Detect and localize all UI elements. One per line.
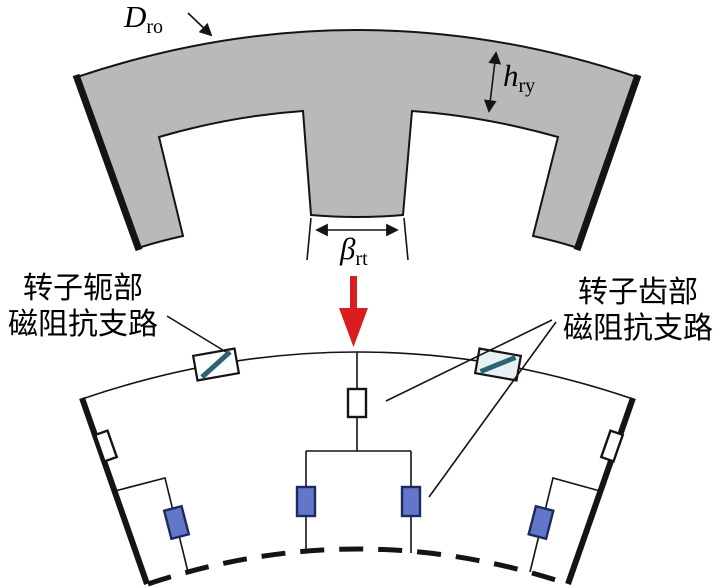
circuit-left-boundary	[79, 397, 150, 585]
tooth-width-symbol: β	[340, 231, 356, 266]
rotor-left-cut-edge	[72, 73, 143, 252]
tooth-branch-annotation: 转子齿部 磁阻抗支路	[556, 275, 720, 347]
outer-diameter-subscript: ro	[146, 16, 164, 38]
edge-reluctance-icon	[599, 429, 625, 463]
flux-direction-icon	[339, 276, 368, 347]
outer-diameter-symbol: D	[124, 0, 147, 34]
yoke-reluctance-icon	[191, 347, 241, 382]
tooth-branch-annotation-line2: 磁阻抗支路	[563, 312, 713, 345]
beta-extension-right	[403, 217, 409, 261]
tooth-reluctance-icon	[295, 485, 317, 518]
rotor-right-cut-edge	[573, 73, 642, 252]
yoke-branch-annotation-line1: 转子轭部	[23, 272, 143, 305]
tooth-air-reluctance-icon	[346, 387, 368, 419]
circuit-right-boundary	[565, 397, 636, 585]
outer-diameter-label: Dro	[124, 1, 163, 37]
right-outer-branch-line	[529, 477, 601, 573]
tooth-width-label: βrt	[340, 233, 368, 269]
beta-extension-left	[306, 217, 312, 261]
d-ro-arrow	[187, 12, 213, 37]
tooth-branch-annotation-line1: 转子齿部	[578, 276, 698, 309]
yoke-label-leader-line	[166, 315, 227, 353]
tooth-width-subscript: rt	[355, 248, 368, 270]
h-ry-arrow	[483, 51, 502, 113]
edge-reluctance-icon	[93, 429, 119, 463]
circuit-inner-dashed-arc	[147, 546, 569, 587]
rotor-yoke-segment	[75, 29, 639, 250]
yoke-height-label: hry	[503, 60, 535, 96]
yoke-branch-annotation: 转子轭部 磁阻抗支路	[0, 271, 168, 343]
left-outer-branch-line	[114, 477, 189, 573]
yoke-height-symbol: h	[503, 58, 519, 93]
tooth-label-leader-line-lower	[428, 321, 557, 498]
yoke-reluctance-icon	[473, 347, 523, 382]
tooth-label-leader-line-upper	[385, 319, 553, 402]
yoke-branch-annotation-line2: 磁阻抗支路	[8, 308, 158, 341]
tooth-reluctance-icon	[162, 504, 191, 541]
yoke-height-subscript: ry	[518, 75, 536, 97]
tooth-reluctance-icon	[527, 504, 555, 541]
tooth-reluctance-icon	[400, 485, 422, 518]
